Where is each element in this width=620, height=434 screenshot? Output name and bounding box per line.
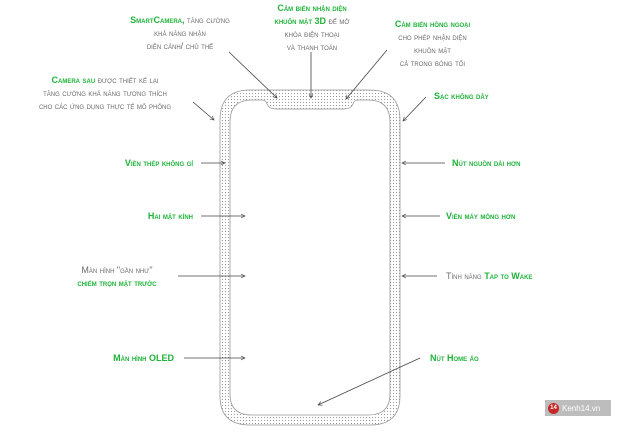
wireless-label: Sạc không dây [434,91,489,101]
phone-frame [219,89,401,426]
faceid-label: Cảm biến nhận diện khuôn mặt 3D để mở kh… [247,2,377,54]
faceid-line3: khóa điện thoại [284,29,340,39]
screen-line1: Màn hình "gần như" [81,265,153,275]
smartcamera-text: tăng cường [187,15,230,25]
power-label: Nút nguồn dài hơn [452,158,521,168]
arrows [178,49,445,405]
kenh14-watermark: 14 Kenh14.vn [545,400,611,416]
faceid-line4: và thanh toán [286,42,338,52]
rear-camera-line3: cho các ứng dụng thực tế mô phỏng [38,101,172,111]
smartcamera-title: SmartCamera, [130,15,185,25]
faceid-title2: khuôn mặt 3D [274,16,326,26]
rear-camera-line2: tăng cường khả năng tương thích [43,88,167,98]
screen-label: Màn hình "gần như" chiếm trọn mặt trước [60,264,174,290]
smartcamera-line2: khả năng nhận [154,28,206,38]
watermark-text: Kenh14.vn [562,403,601,413]
glass-label: Hai mặt kính [147,211,193,221]
home-label: Nút Home ảo [430,353,479,363]
tap-text: Tính năng [446,271,482,281]
smartcamera-line3: diện cảnh/ chủ thể [146,41,214,51]
ir-line3: khuôn mặt [414,45,451,55]
faceid-text: để mở [328,16,350,26]
bezel-label: Viền máy mỏng hơn [446,211,516,221]
tap-title: Tap to Wake [484,271,533,281]
ir-label: Cảm biến hồng ngoại cho phép nhận diện k… [370,18,495,70]
smartcamera-label: SmartCamera, tăng cường khả năng nhận di… [110,14,250,53]
tap-label: Tính năng Tap to Wake [446,270,532,283]
oled-label: Màn hình OLED [113,353,174,363]
rear-camera-text: được thiết kế lại [97,75,159,85]
ir-line4: cả trong bóng tối [399,58,466,68]
faceid-title: Cảm biến nhận diện [277,3,347,13]
screen-line2: chiếm trọn mặt trước [77,278,157,288]
rear-camera-label: Camera sau được thiết kế lại tăng cường … [15,74,195,113]
kenh14-logo-icon: 14 [548,402,559,414]
ir-title: Cảm biến hồng ngoại [394,19,471,29]
steel-label: Viền thép không gỉ [124,158,193,168]
rear-camera-title: Camera sau [51,75,96,85]
ir-line2: cho phép nhận diện [398,32,467,42]
